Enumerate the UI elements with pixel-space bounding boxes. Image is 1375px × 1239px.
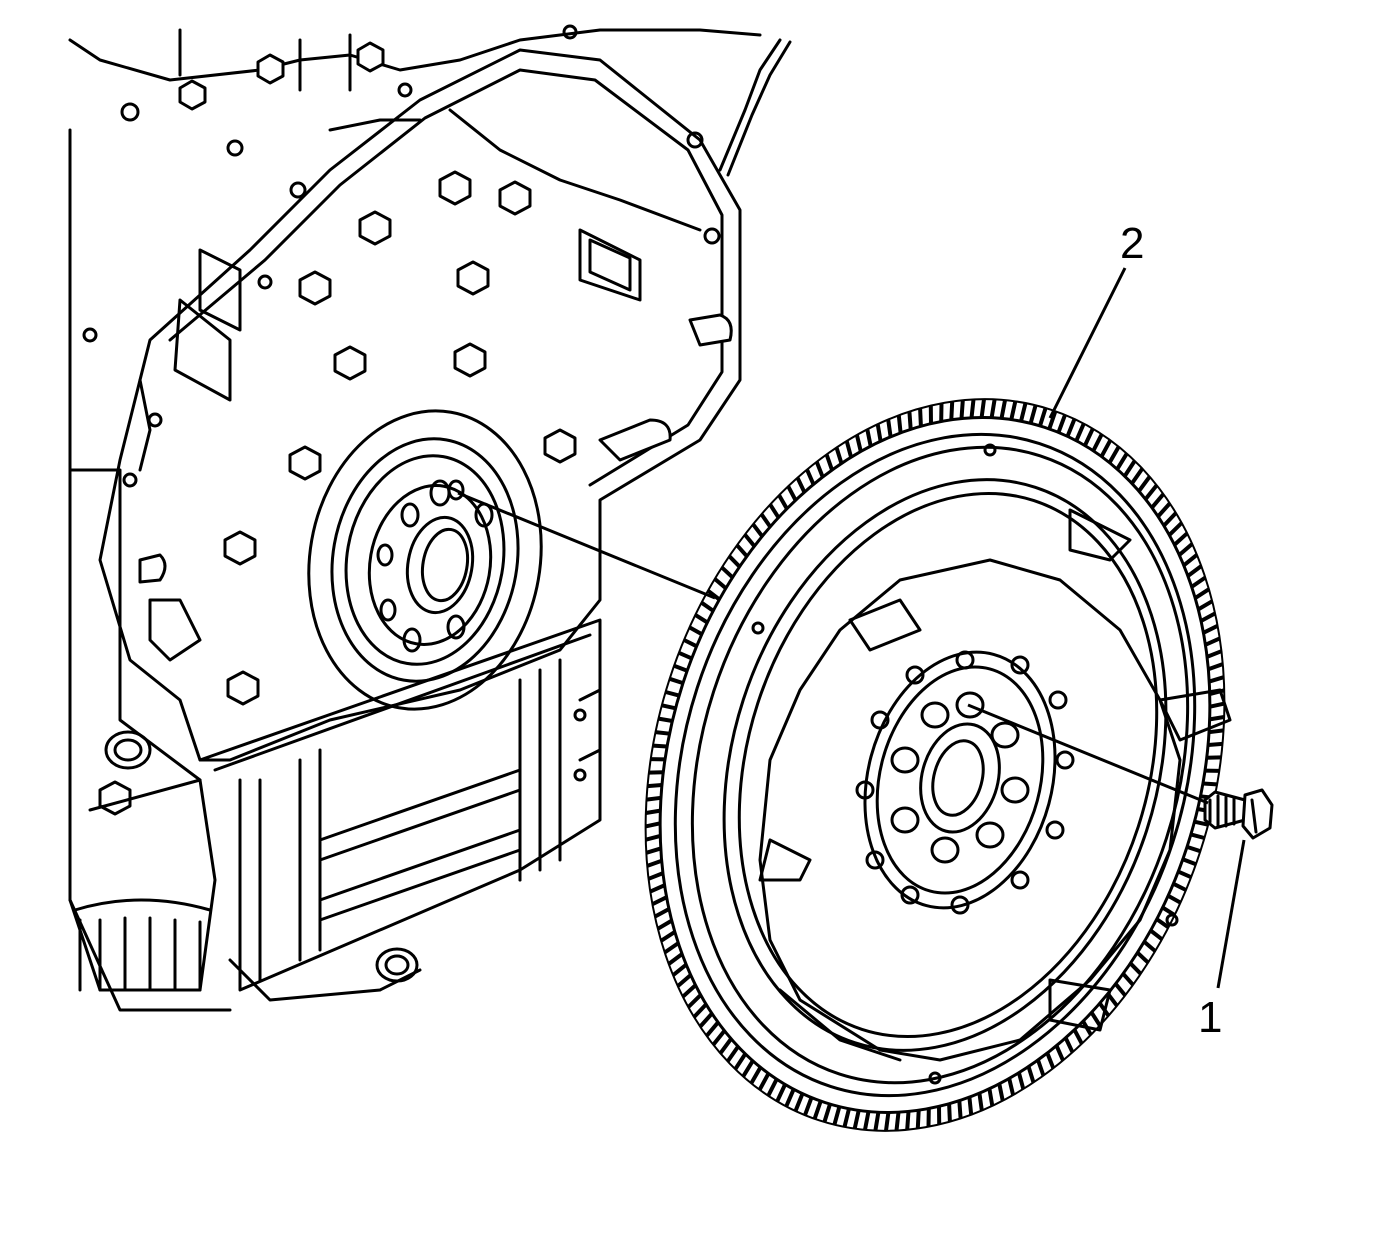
leader-line-2 [1048, 267, 1127, 419]
flywheel [644, 398, 1232, 1132]
hub-lobes [855, 650, 1075, 915]
flywheel-bolt [1203, 788, 1274, 840]
hub-bolt-holes [890, 691, 1030, 864]
hub-to-bolt-line [967, 703, 1209, 805]
ring-gear-tooth-marks [645, 398, 1225, 1132]
alignment-lines [457, 267, 1246, 989]
callout-1-label: 1 [1198, 993, 1222, 1042]
rear-seal-housing [307, 409, 543, 711]
callout-2-label: 2 [1120, 219, 1144, 268]
ring-gear-tip-outline [644, 398, 1226, 1132]
leader-line-1 [1216, 839, 1246, 989]
ring-gear-teeth [644, 398, 1226, 1132]
engine-block [68, 24, 792, 1012]
cover-bolts [98, 170, 577, 816]
crank-to-flywheel-line [457, 491, 716, 600]
